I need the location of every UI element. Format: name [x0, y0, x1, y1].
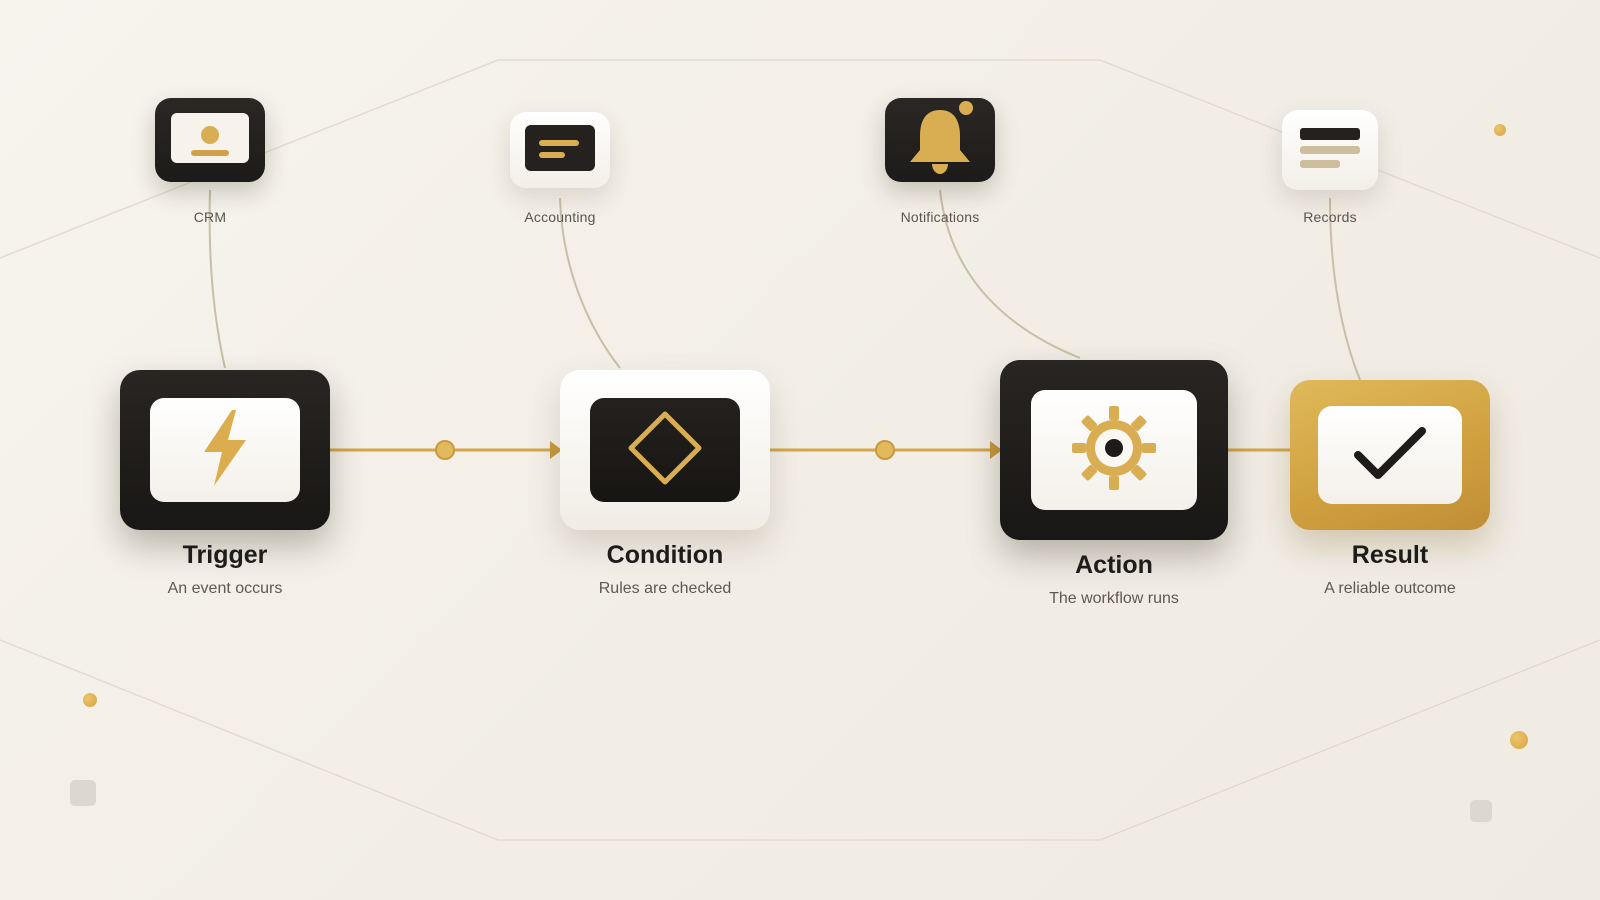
decor-dot — [83, 693, 97, 707]
step-title-trigger: Trigger — [182, 541, 268, 569]
id-card-icon — [171, 112, 249, 168]
step-result[interactable] — [1290, 380, 1490, 530]
step-title-result: Result — [1351, 541, 1429, 569]
integration-records[interactable] — [1282, 110, 1378, 190]
step-action[interactable] — [1000, 360, 1228, 540]
integration-label-notifications: Notifications — [900, 209, 980, 225]
step-subtitle-trigger: An event occurs — [167, 580, 283, 597]
link-notifications-action — [939, 189, 1081, 359]
background-frame-bottom — [0, 639, 1600, 841]
step-title-action: Action — [1075, 551, 1153, 579]
decor-dot — [1510, 731, 1528, 749]
decor-square — [1470, 800, 1492, 822]
arrowhead-condition — [550, 441, 562, 459]
ledger-icon — [525, 124, 595, 176]
document-lines-icon — [1300, 126, 1360, 175]
step-title-condition: Condition — [606, 541, 724, 569]
link-crm-trigger — [208, 189, 226, 369]
integration-label-crm: CRM — [193, 209, 227, 225]
checkmark-icon — [1350, 423, 1430, 488]
gear-icon — [1071, 405, 1157, 496]
step-trigger[interactable] — [120, 370, 330, 530]
flow-node-1 — [435, 440, 455, 460]
step-subtitle-action: The workflow runs — [1049, 590, 1179, 607]
integration-accounting[interactable] — [510, 112, 610, 188]
integration-notifications[interactable] — [885, 98, 995, 182]
bell-icon — [900, 100, 980, 181]
integration-label-records: Records — [1303, 209, 1357, 225]
arrowhead-action — [990, 441, 1002, 459]
step-condition[interactable] — [560, 370, 770, 530]
link-records-result — [1329, 197, 1361, 381]
integration-label-accounting: Accounting — [524, 209, 596, 225]
integration-crm[interactable] — [155, 98, 265, 182]
flow-node-2 — [875, 440, 895, 460]
step-subtitle-condition: Rules are checked — [598, 580, 732, 597]
diamond-icon — [627, 410, 703, 491]
lightning-icon — [200, 409, 250, 491]
decor-dot — [1494, 124, 1506, 136]
decor-square — [70, 780, 96, 806]
link-accounting-condition — [559, 197, 621, 369]
step-subtitle-result: A reliable outcome — [1324, 580, 1456, 597]
